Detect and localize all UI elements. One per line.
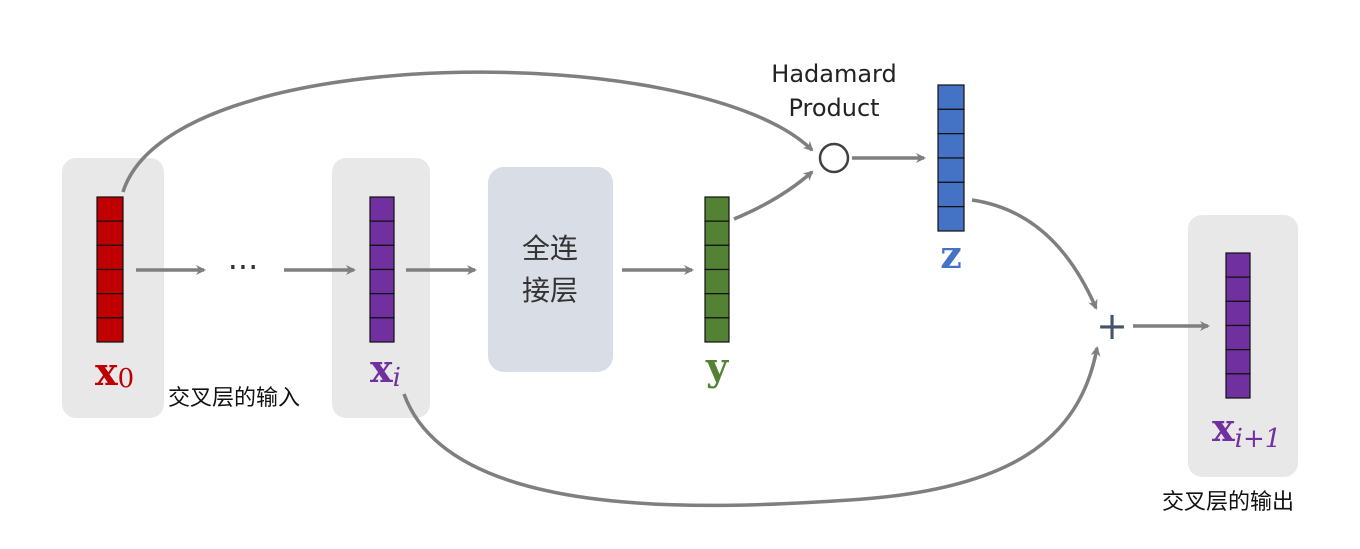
- vector-cell: [704, 317, 730, 343]
- z-label: z: [940, 232, 962, 277]
- vector-cell: [369, 220, 395, 246]
- vector-cell: [369, 244, 395, 271]
- vector-cell: [937, 206, 965, 232]
- x0-label: x0: [95, 349, 134, 394]
- fc-layer-box: [488, 167, 613, 372]
- arrow-z-to-plus: [971, 198, 1098, 310]
- y-vector: [704, 196, 730, 343]
- vector-cell: [937, 157, 965, 183]
- vector-cell: [96, 196, 124, 222]
- vector-cell: [1225, 252, 1251, 278]
- vector-cell: [96, 317, 124, 343]
- xi1-vector: [1225, 252, 1251, 399]
- vector-cell: [937, 133, 965, 159]
- vector-cell: [96, 293, 124, 319]
- hadamard-label-line1: Hadamard: [771, 60, 896, 88]
- vector-cell: [1225, 324, 1251, 351]
- fc-layer-label-line2: 接层: [522, 274, 578, 307]
- vector-cell: [937, 108, 965, 135]
- vector-cell: [937, 181, 965, 208]
- fc-layer-label-line1: 全连: [522, 232, 578, 265]
- x0-vector: [96, 196, 124, 343]
- vector-cell: [704, 220, 730, 246]
- xi-label: xi: [370, 346, 401, 393]
- vector-cell: [1225, 300, 1251, 327]
- vector-cell: [369, 317, 395, 343]
- arrow-y-to-hadamard: [733, 170, 814, 221]
- xi1-label: xi+1: [1212, 405, 1281, 454]
- input-caption: 交叉层的输入: [168, 386, 300, 411]
- vector-cell: [704, 293, 730, 319]
- vector-cell: [1225, 349, 1251, 375]
- ellipsis: ···: [228, 248, 259, 286]
- z-vector: [937, 84, 965, 232]
- y-label: y: [705, 344, 729, 389]
- vector-cell: [96, 268, 124, 295]
- plus-node: +: [1096, 304, 1128, 348]
- vector-cell: [96, 220, 124, 246]
- arrow-xi-to-plus: [402, 346, 1101, 508]
- hadamard-label-line2: Product: [788, 94, 879, 122]
- vector-cell: [704, 196, 730, 222]
- vector-cell: [96, 244, 124, 271]
- vector-cell: [704, 268, 730, 295]
- vector-cell: [937, 84, 965, 110]
- arrow-x0-to-hadamard: [121, 70, 814, 193]
- vector-cell: [369, 268, 395, 295]
- hadamard-product-node: [818, 142, 850, 174]
- vector-cell: [1225, 276, 1251, 302]
- vector-cell: [369, 293, 395, 319]
- vector-cell: [369, 196, 395, 222]
- output-caption: 交叉层的输出: [1162, 490, 1294, 515]
- vector-cell: [1225, 373, 1251, 399]
- xi-vector: [369, 196, 395, 343]
- vector-cell: [704, 244, 730, 271]
